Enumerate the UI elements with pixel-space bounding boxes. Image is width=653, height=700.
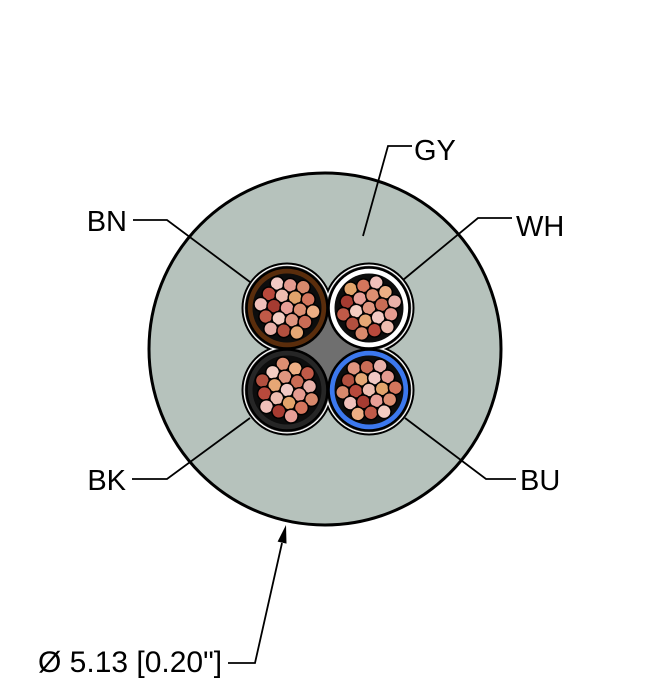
label-bk: BK xyxy=(87,465,126,497)
copper-strand xyxy=(379,319,395,335)
copper-strand xyxy=(297,314,313,330)
leader-line-bn xyxy=(133,219,251,283)
copper-strand xyxy=(387,380,403,396)
conductor-bk xyxy=(245,348,329,432)
leader-line-bu xyxy=(404,417,516,480)
label-gy: GY xyxy=(414,135,456,167)
label-bu: BU xyxy=(520,465,560,497)
label-bn: BN xyxy=(87,206,127,238)
leader-line-bk xyxy=(132,417,251,480)
copper-strand xyxy=(303,391,320,408)
copper-strand xyxy=(305,304,321,320)
copper-strand xyxy=(382,391,398,408)
copper-strand xyxy=(300,291,316,308)
copper-strand xyxy=(363,405,379,421)
conductor-bn-strands xyxy=(253,275,321,341)
conductor-wh xyxy=(327,266,411,350)
leader-line-wh xyxy=(402,217,512,281)
copper-strand xyxy=(380,369,396,385)
copper-strand xyxy=(386,293,403,310)
copper-strand xyxy=(383,306,399,322)
copper-strand xyxy=(377,284,394,300)
copper-strand xyxy=(283,408,299,424)
conductor-bu-strands xyxy=(335,358,403,422)
dimension-leader-line xyxy=(228,542,283,664)
copper-strand xyxy=(299,365,316,382)
conductor-bu xyxy=(327,348,411,432)
conductor-bk-strands xyxy=(254,356,320,424)
copper-strand xyxy=(289,324,305,341)
conductor-bn xyxy=(245,266,329,350)
dimension-label: Ø 5.13 [0.20"] xyxy=(38,646,222,679)
copper-strand xyxy=(376,404,392,420)
copper-strand xyxy=(293,400,310,416)
leader-line-gy xyxy=(362,145,412,237)
conductor-wh-strands xyxy=(335,274,403,342)
copper-strand xyxy=(295,279,311,295)
copper-strand xyxy=(350,406,366,422)
dimension-arrowhead-icon xyxy=(277,525,287,544)
label-wh: WH xyxy=(516,211,564,243)
copper-strand xyxy=(368,274,384,291)
copper-strand xyxy=(301,378,318,395)
copper-strand xyxy=(372,358,388,374)
